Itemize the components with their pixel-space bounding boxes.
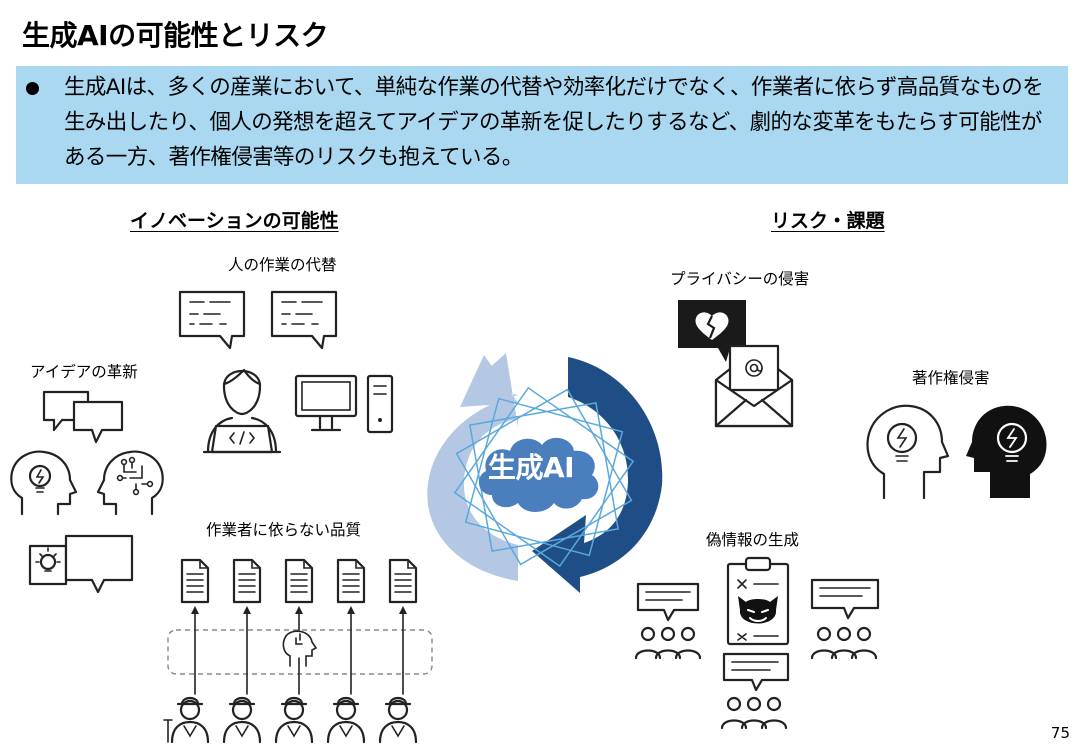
- speech-bubble-icon: [178, 290, 246, 350]
- summary-text: 生成AIは、多くの産業において、単純な作業の代替や効率化だけでなく、作業者に依ら…: [64, 75, 1044, 170]
- devil-clipboard-icon: [726, 556, 790, 646]
- programmer-icon: [202, 368, 282, 454]
- misinfo-label: 偽情報の生成: [706, 531, 800, 549]
- computer-icon: [294, 374, 394, 434]
- risk-heading: リスク・課題: [771, 210, 885, 232]
- document-icon: [180, 558, 418, 604]
- group-icon: [810, 578, 880, 660]
- quality-label: 作業者に依らない品質: [206, 521, 362, 539]
- envelope-icon: [714, 344, 794, 428]
- copyright-head-icon: [966, 405, 1047, 498]
- summary-box: 生成AIは、多くの産業において、単純な作業の代替や効率化だけでなく、作業者に依ら…: [16, 66, 1068, 184]
- privacy-label: プライバシーの侵害: [670, 270, 810, 288]
- page-title: 生成AIの可能性とリスク: [22, 19, 329, 52]
- idea-label: アイデアの革新: [30, 363, 138, 381]
- speech-bubble-icon: [42, 390, 124, 444]
- ai-process-box: [167, 606, 433, 695]
- page-number: 75: [1050, 724, 1070, 742]
- innovation-heading: イノベーションの可能性: [130, 210, 339, 232]
- group-icon: [634, 582, 702, 660]
- replace-label: 人の作業の代替: [228, 256, 337, 274]
- speech-bubble-icon: [270, 290, 338, 350]
- group-icon: [720, 652, 790, 730]
- idea-head-icon: [10, 450, 78, 516]
- worker-icon: [163, 696, 418, 744]
- center-cycle-graphic: [427, 353, 663, 593]
- brain-circuit-icon: [96, 450, 164, 516]
- lightbulb-icon: [28, 534, 134, 594]
- center-label: 生成AI: [488, 451, 575, 484]
- copyright-label: 著作権侵害: [912, 369, 990, 387]
- bullet-icon: [26, 82, 39, 95]
- copyright-head-icon: [866, 404, 950, 500]
